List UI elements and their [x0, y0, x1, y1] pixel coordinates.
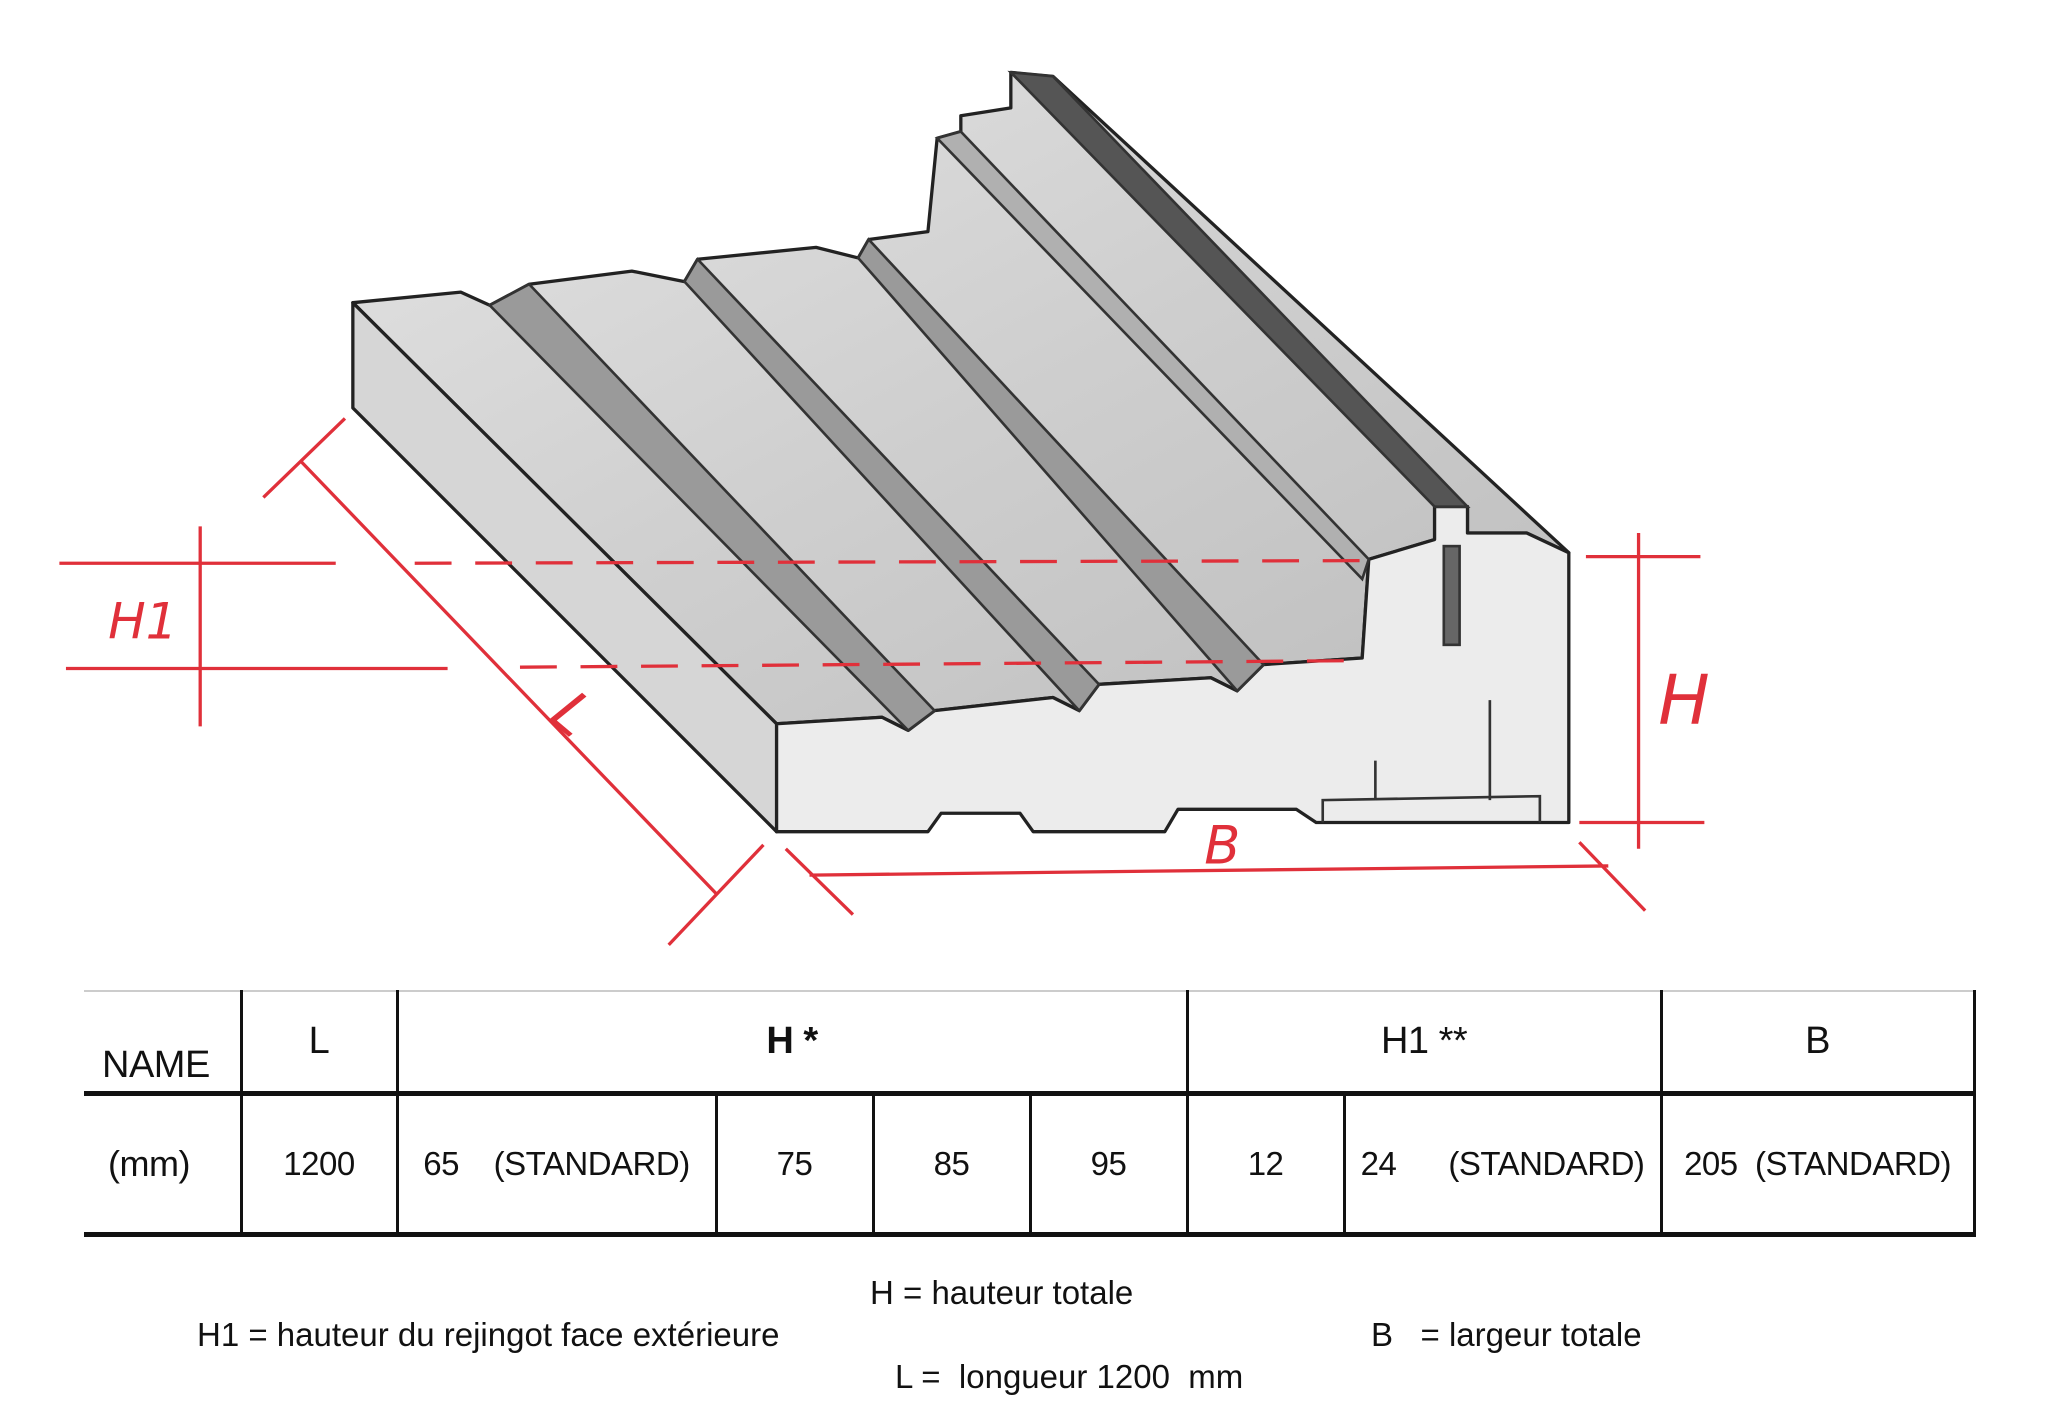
legend-h1: H1 = hauteur du rejingot face extérieure — [197, 1316, 780, 1353]
table-header-row: NAME L H * H1 ** B — [84, 990, 1976, 1096]
header-l: L — [239, 990, 399, 1096]
groove — [682, 257, 1101, 713]
groove — [856, 237, 1266, 693]
legend-b: B = largeur totale — [1371, 1316, 1642, 1353]
legend-l: L = longueur 1200 mm — [895, 1358, 1244, 1395]
dimension-label-h: H — [1658, 661, 1709, 741]
groove — [487, 282, 937, 733]
cell-h-85: 85 — [871, 1092, 1032, 1237]
upstand-dark — [1007, 70, 1471, 508]
cell-unit: (mm) — [84, 1092, 243, 1237]
cell-h1-12: 12 — [1185, 1092, 1346, 1237]
header-b: B — [1659, 990, 1976, 1096]
header-h1: H1 ** — [1185, 990, 1663, 1096]
bottom-profile — [1321, 794, 1542, 823]
dimension-lines — [59, 417, 1705, 947]
sill-ribs — [487, 70, 1542, 823]
header-h: H * — [395, 990, 1189, 1096]
table-row: (mm) 1200 65 (STANDARD) 75 85 95 12 24 (… — [84, 1092, 1976, 1237]
sill-body — [351, 70, 1571, 834]
dimensions-table: NAME L H * H1 ** B (mm) 1200 65 (STANDAR… — [84, 990, 1976, 1237]
dimension-label-h1: H1 — [108, 592, 177, 650]
dimension-label-l: L — [538, 677, 606, 750]
upstand-side — [934, 130, 1371, 582]
cell-h-65: 65 (STANDARD) — [395, 1092, 718, 1237]
dimension-label-b: B — [1204, 815, 1240, 876]
cell-b: 205 (STANDARD) — [1659, 1092, 1976, 1237]
cell-h-95: 95 — [1028, 1092, 1189, 1237]
cell-l: 1200 — [239, 1092, 399, 1237]
header-name: NAME — [84, 990, 243, 1096]
cell-h1-24: 24 (STANDARD) — [1342, 1092, 1663, 1237]
drip-slot — [1442, 544, 1461, 647]
cell-h-75: 75 — [714, 1092, 875, 1237]
legend-h: H = hauteur totale — [870, 1274, 1134, 1311]
